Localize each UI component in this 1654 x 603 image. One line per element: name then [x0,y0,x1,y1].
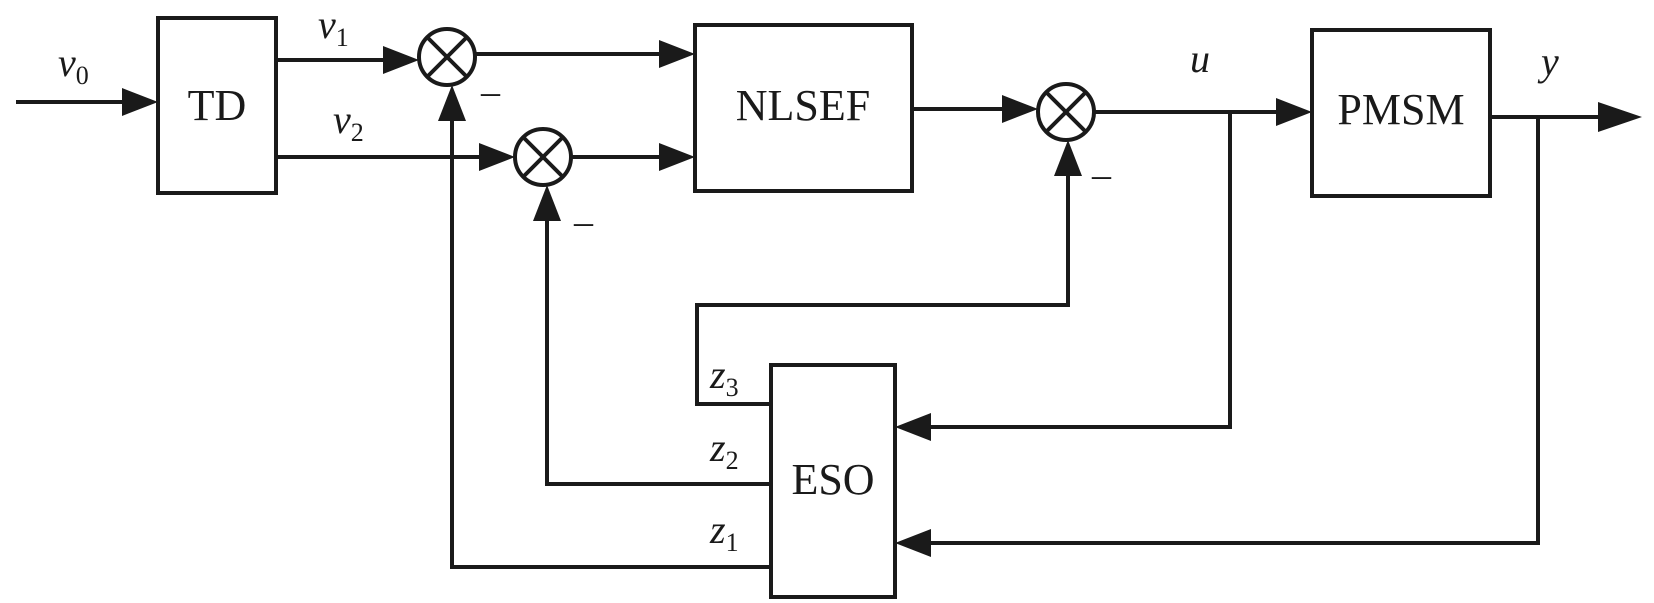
signal-labels: v0 v1 v2 u y z3 z2 z1 [58,2,1559,557]
label-z2: z2 [709,425,739,475]
arrow-output-y [1598,102,1642,132]
wire-z2 [545,211,773,486]
arrow-into-nlsef-bottom [659,143,695,171]
wire-y-to-eso [921,115,1540,545]
pmsm-label: PMSM [1337,85,1464,134]
label-y: y [1537,39,1559,84]
nlsef-block: NLSEF [693,23,914,193]
arrow-z3-into-sj3 [1054,140,1082,176]
minus-sign-sj1: – [480,71,501,113]
summing-junction-3 [1036,82,1096,142]
minus-sign-sj2: – [573,201,594,243]
label-u: u [1190,36,1210,81]
arrowheads [122,40,1642,557]
wire-u-to-eso [921,110,1232,429]
arrow-into-sj3 [1002,95,1038,123]
arrow-into-sj1 [383,46,419,74]
wire-z3 [695,166,1070,406]
arrow-into-pmsm [1276,98,1312,126]
td-label: TD [188,81,247,130]
label-z3: z3 [709,352,739,402]
label-v0: v0 [58,40,89,90]
wire-z1 [450,111,773,569]
nlsef-label: NLSEF [736,81,870,130]
pmsm-block: PMSM [1310,28,1492,198]
minus-signs: – – – [480,71,1112,243]
eso-label: ESO [791,455,874,504]
minus-sign-sj3: – [1091,154,1112,196]
arrow-z2-into-sj2 [533,185,561,221]
arrow-y-into-eso [895,529,931,557]
arrow-into-nlsef-top [659,40,695,68]
arrow-into-sj2 [479,143,515,171]
eso-block: ESO [769,363,897,599]
label-v2: v2 [333,97,364,147]
summing-junction-1 [417,27,477,87]
summing-junction-2 [513,127,573,187]
arrow-u-into-eso [895,413,931,441]
arrow-into-td [122,88,158,116]
label-v1: v1 [318,2,349,52]
td-block: TD [156,16,278,195]
signal-wires [16,52,1606,569]
arrow-z1-into-sj1 [438,85,466,121]
label-z1: z1 [709,507,739,557]
